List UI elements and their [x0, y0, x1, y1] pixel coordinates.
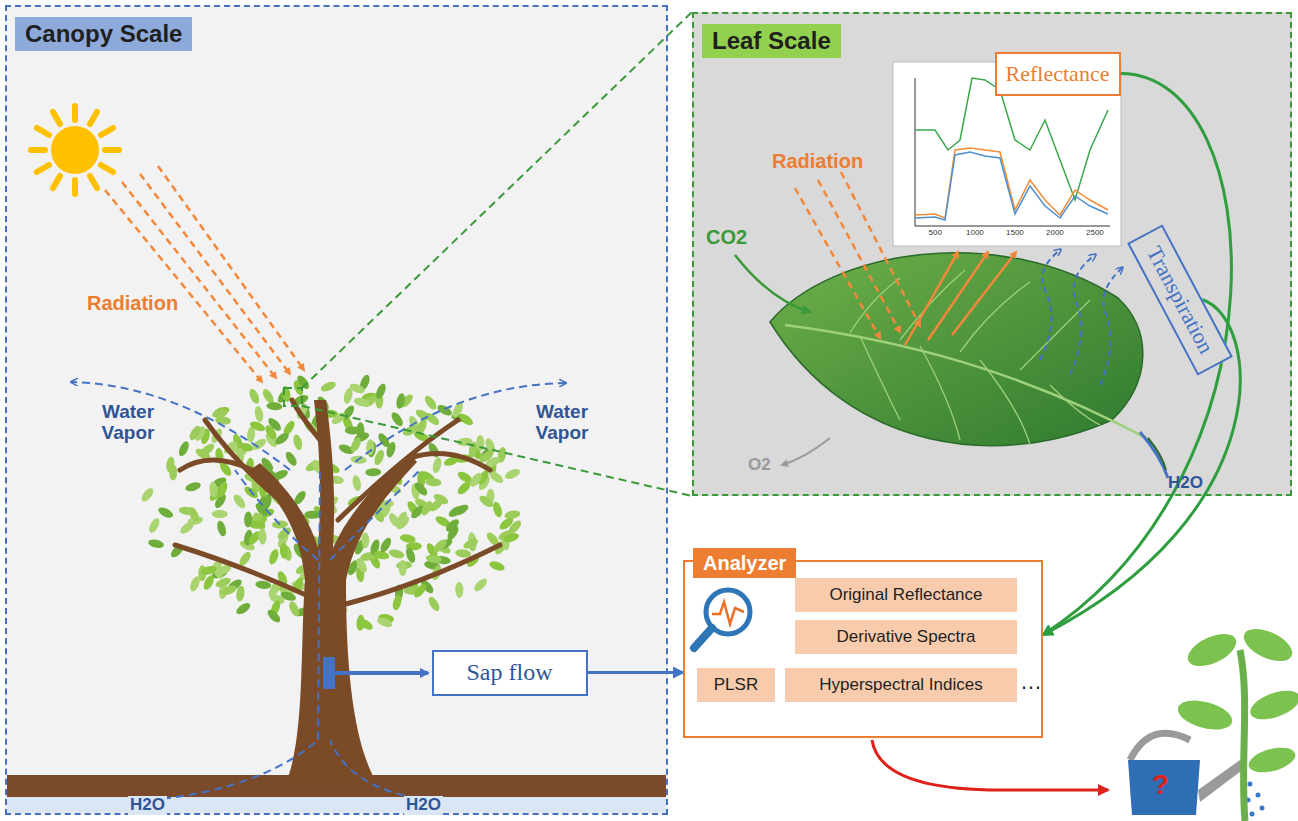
axis-tick: 500: [929, 229, 942, 238]
annotation-label: Water Vapor: [86, 402, 170, 444]
node-text: Original Reflectance: [829, 585, 982, 605]
water-vapor-arrows: [72, 382, 565, 470]
annotation-label: Radiation: [85, 292, 180, 314]
flow-connector: [588, 671, 684, 674]
sapling: [1175, 622, 1298, 821]
process-box: Transpiration: [1127, 224, 1233, 375]
node-text: Transpiration: [1140, 241, 1218, 357]
axis-tick: …: [1020, 670, 1042, 694]
node-text: Sap flow: [467, 659, 553, 686]
axis-tick: 2500: [1086, 229, 1104, 238]
process-box: Sap flow: [432, 650, 588, 696]
method-box: Original Reflectance: [795, 578, 1017, 612]
node-text: Derivative Spectra: [837, 627, 976, 647]
annotation-label: Water Vapor: [520, 402, 604, 444]
annotation-label: O2: [748, 456, 771, 475]
method-box: Hyperspectral Indices: [785, 668, 1017, 702]
panel-heading: Analyzer: [693, 548, 796, 578]
annotation-label: H2O: [128, 796, 167, 815]
method-box: PLSR: [697, 668, 775, 702]
radiation-arrows: [105, 166, 304, 382]
decision-arrow: [872, 740, 1108, 790]
node-text: Reflectance: [1006, 61, 1110, 87]
analyzer-box: AnalyzerOriginal ReflectanceDerivative S…: [683, 560, 1043, 738]
annotation-label: Radiation: [770, 150, 865, 172]
panel-heading: Canopy Scale: [15, 17, 192, 51]
axis-tick: 1500: [1006, 229, 1024, 238]
node-text: Hyperspectral Indices: [819, 675, 982, 695]
annotation-label: CO2: [706, 226, 747, 248]
transpiration-arrows: [1040, 250, 1122, 385]
leaf-panel: Leaf ScaleReflectanceTranspiration: [692, 12, 1292, 496]
magnifier-icon: [694, 590, 750, 648]
sun-icon: [31, 106, 119, 194]
reflected-arrows: [905, 252, 1016, 345]
annotation-label: ?: [1152, 770, 1169, 801]
o2-arrow: [782, 438, 830, 465]
sap-sensor: [323, 657, 335, 689]
leaf-illustration: [770, 253, 1168, 478]
sensor-lead: [335, 671, 428, 675]
annotation-label: H2O: [404, 796, 443, 815]
tree-branches: [175, 400, 500, 605]
process-box: Reflectance: [995, 52, 1121, 96]
co2-arrow: [735, 255, 810, 312]
panel-heading: Leaf Scale: [702, 24, 841, 58]
annotation-label: H2O: [1168, 474, 1203, 493]
axis-tick: 1000: [966, 229, 984, 238]
water-path: [150, 470, 430, 800]
zoom-lines: [284, 12, 692, 496]
axis-tick: 2000: [1046, 229, 1064, 238]
flow-connector: [1043, 74, 1231, 635]
node-text: PLSR: [714, 675, 758, 695]
method-box: Derivative Spectra: [795, 620, 1017, 654]
